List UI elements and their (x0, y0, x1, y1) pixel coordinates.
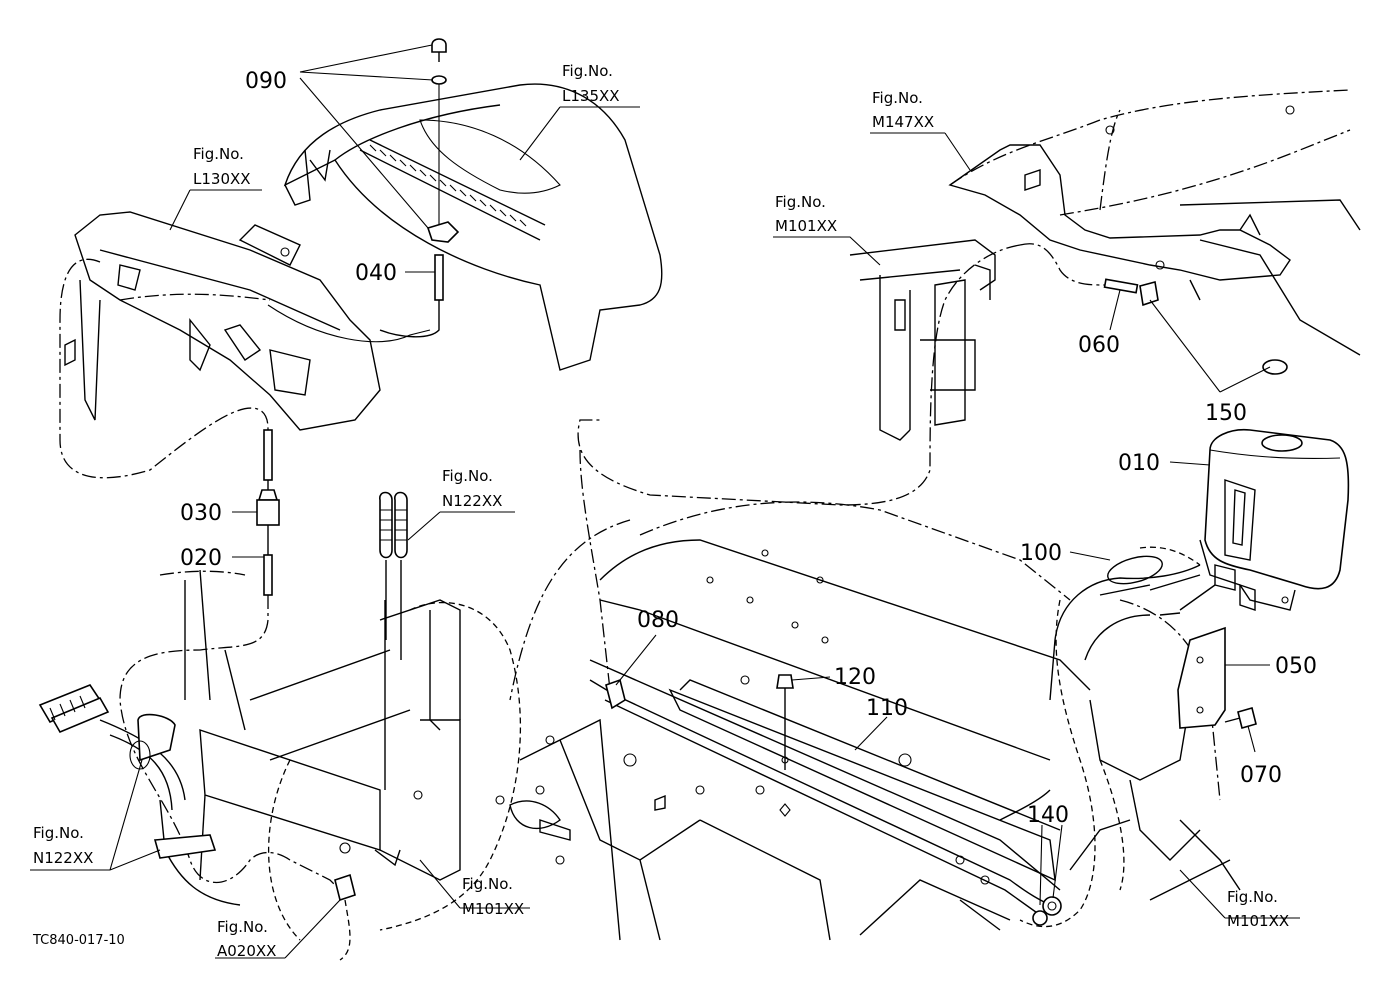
label-110: 110 (866, 696, 908, 721)
figref-m101-mid: M101XX (462, 900, 524, 918)
label-010: 010 (1118, 451, 1160, 476)
frame-m101-top-drawing (849, 239, 996, 441)
frame-l130-drawing (64, 211, 381, 431)
figref-n122-left: N122XX (33, 849, 93, 867)
fender-drawing (283, 83, 663, 371)
cable-sleeve-upper (263, 429, 273, 481)
figure-references: Fig.No. L135XX Fig.No. L130XX Fig.No. M1… (33, 62, 1289, 960)
label-040: 040 (355, 261, 397, 286)
nut-150b (1262, 359, 1288, 375)
figref-m147: M147XX (872, 113, 934, 131)
figref-l130: L130XX (193, 170, 251, 188)
bolt-070 (1224, 707, 1257, 729)
figref-l130-prefix: Fig.No. (193, 145, 244, 163)
part-labels: 090 040 030 020 060 150 010 100 080 120 … (180, 69, 1317, 828)
label-100: 100 (1020, 541, 1062, 566)
figref-m101-top-prefix: Fig.No. (775, 193, 826, 211)
figref-a020: A020XX (217, 942, 276, 960)
label-120: 120 (834, 665, 876, 690)
figref-n122-mid-prefix: Fig.No. (442, 467, 493, 485)
bracket-050 (1177, 626, 1226, 729)
nut-150a (1139, 281, 1159, 307)
cable-sleeve-020 (263, 554, 273, 596)
figref-a020-prefix: Fig.No. (217, 918, 268, 936)
cable-end-060 (1103, 278, 1139, 294)
tank-010 (1199, 428, 1350, 611)
label-020: 020 (180, 546, 222, 571)
label-030: 030 (180, 501, 222, 526)
grommet-140 (1042, 896, 1062, 916)
hose-100 (1049, 546, 1216, 701)
label-050: 050 (1275, 654, 1317, 679)
fender-vents (369, 144, 527, 227)
stop-cable (577, 243, 1288, 691)
wire-harness (589, 678, 1062, 926)
figref-m101-right-prefix: Fig.No. (1227, 888, 1278, 906)
adjuster-030 (257, 489, 279, 501)
label-140: 140 (1027, 803, 1069, 828)
clip-080 (605, 678, 626, 710)
figref-m101-right: M101XX (1227, 912, 1289, 930)
pedal-rubber-left (38, 684, 217, 859)
drawing-code: TC840-017-10 (32, 933, 125, 948)
pin-040 (379, 254, 444, 338)
label-060: 060 (1078, 333, 1120, 358)
figref-m101-top: M101XX (775, 217, 837, 235)
connector-a020 (334, 842, 356, 961)
plate-110-outline (668, 688, 1056, 882)
label-150: 150 (1205, 401, 1247, 426)
figref-m147-prefix: Fig.No. (872, 89, 923, 107)
chassis-center-drawing (495, 501, 1241, 941)
figref-l135: L135XX (562, 87, 620, 105)
label-090: 090 (245, 69, 287, 94)
pedal-rubber-mid (379, 491, 408, 660)
figref-n122-mid: N122XX (442, 492, 502, 510)
figref-l135-prefix: Fig.No. (562, 62, 613, 80)
frame-m147-drawing (948, 89, 1361, 356)
figref-m101-mid-prefix: Fig.No. (462, 875, 513, 893)
label-070: 070 (1240, 763, 1282, 788)
fastener-090 (426, 38, 460, 243)
label-080: 080 (637, 608, 679, 633)
bolt-120 (776, 674, 794, 817)
chassis-left-drawing (159, 569, 522, 941)
figref-n122-left-prefix: Fig.No. (33, 824, 84, 842)
leader-lines (30, 44, 1300, 959)
